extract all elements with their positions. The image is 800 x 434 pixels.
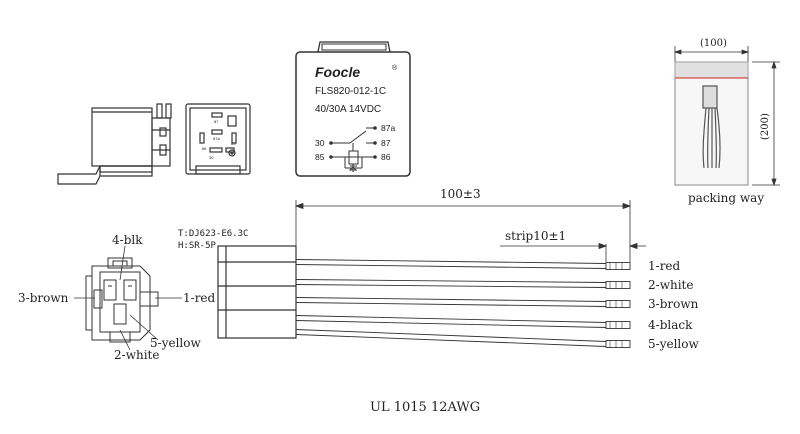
relay-model: FLS820-012-1C: [315, 86, 386, 97]
housing-spec: H:SR-5P: [178, 241, 217, 251]
wire-bundle: 1-red 2-white 3-brown 4-black 5-yellow: [295, 259, 699, 351]
wire-insulation: [295, 284, 607, 288]
packing-caption: packing way: [688, 191, 764, 205]
pin-87a-label: 87a: [381, 123, 395, 133]
bottom-pin-85: 85: [231, 141, 236, 146]
relay-side-view: [57, 103, 172, 185]
length-dim-text: 100±3: [440, 187, 481, 201]
wire-insulation: [295, 279, 607, 283]
connector-label-red: 1-red: [183, 291, 216, 305]
wire-stripped-end: [605, 281, 631, 289]
packing-width-dim: (100): [700, 38, 727, 49]
wire-insulation: [295, 329, 607, 342]
relay-schematic: [331, 127, 375, 172]
bottom-pin-30: 30: [209, 155, 214, 160]
connector-label-white: 2-white: [114, 348, 159, 362]
wire-label: 5-yellow: [648, 337, 699, 351]
wire-stripped-end: [605, 340, 631, 348]
relay-brand-logo: Foocle: [315, 64, 360, 80]
wire-label: 1-red: [648, 259, 681, 273]
strip-dimension: [500, 242, 646, 262]
wire-label: 4-black: [648, 318, 693, 332]
connector-front-view: [85, 257, 159, 343]
wire-insulation: [295, 334, 607, 347]
wire-insulation: [295, 264, 607, 269]
packing-dimension-lines: [673, 46, 780, 187]
pin-30-label: 30: [315, 138, 325, 148]
wire-spec: UL 1015 12AWG: [370, 400, 480, 415]
connector-label-brown: 3-brown: [18, 291, 69, 305]
connector-side-view: [217, 245, 297, 339]
wire-insulation: [295, 315, 607, 323]
connector-label-blk: 4-blk: [112, 233, 143, 247]
packing-height-dim: (200): [760, 113, 771, 140]
pin-86-label: 86: [381, 152, 391, 162]
relay-bottom-view: [185, 103, 251, 175]
wire-insulation: [295, 297, 607, 302]
bottom-pin-87: 87: [214, 119, 219, 124]
wire-stripped-end: [605, 321, 631, 329]
pin-85-label: 85: [315, 152, 325, 162]
terminal-spec: T:DJ623-E6.3C: [178, 229, 248, 239]
packing-bag: [674, 61, 749, 186]
wire-label: 2-white: [648, 278, 693, 292]
relay-rating: 40/30A 14VDC: [315, 104, 381, 115]
relay-trademark: ®: [392, 64, 398, 72]
wire-insulation: [295, 302, 607, 307]
bottom-pin-87a: 87a: [213, 136, 220, 141]
length-dimension: [294, 200, 632, 262]
strip-dim-text: strip10±1: [505, 229, 566, 243]
connector-leaders: [74, 245, 182, 351]
wire-insulation: [295, 259, 607, 264]
wire-stripped-end: [605, 300, 631, 308]
relay-front-label: [295, 41, 411, 177]
wire-insulation: [295, 320, 607, 328]
bottom-pin-86: 86: [202, 146, 207, 151]
wire-label: 3-brown: [648, 297, 699, 311]
wire-stripped-end: [605, 262, 631, 270]
pin-87-label: 87: [381, 138, 391, 148]
connector-label-yellow: 5-yellow: [150, 336, 201, 350]
